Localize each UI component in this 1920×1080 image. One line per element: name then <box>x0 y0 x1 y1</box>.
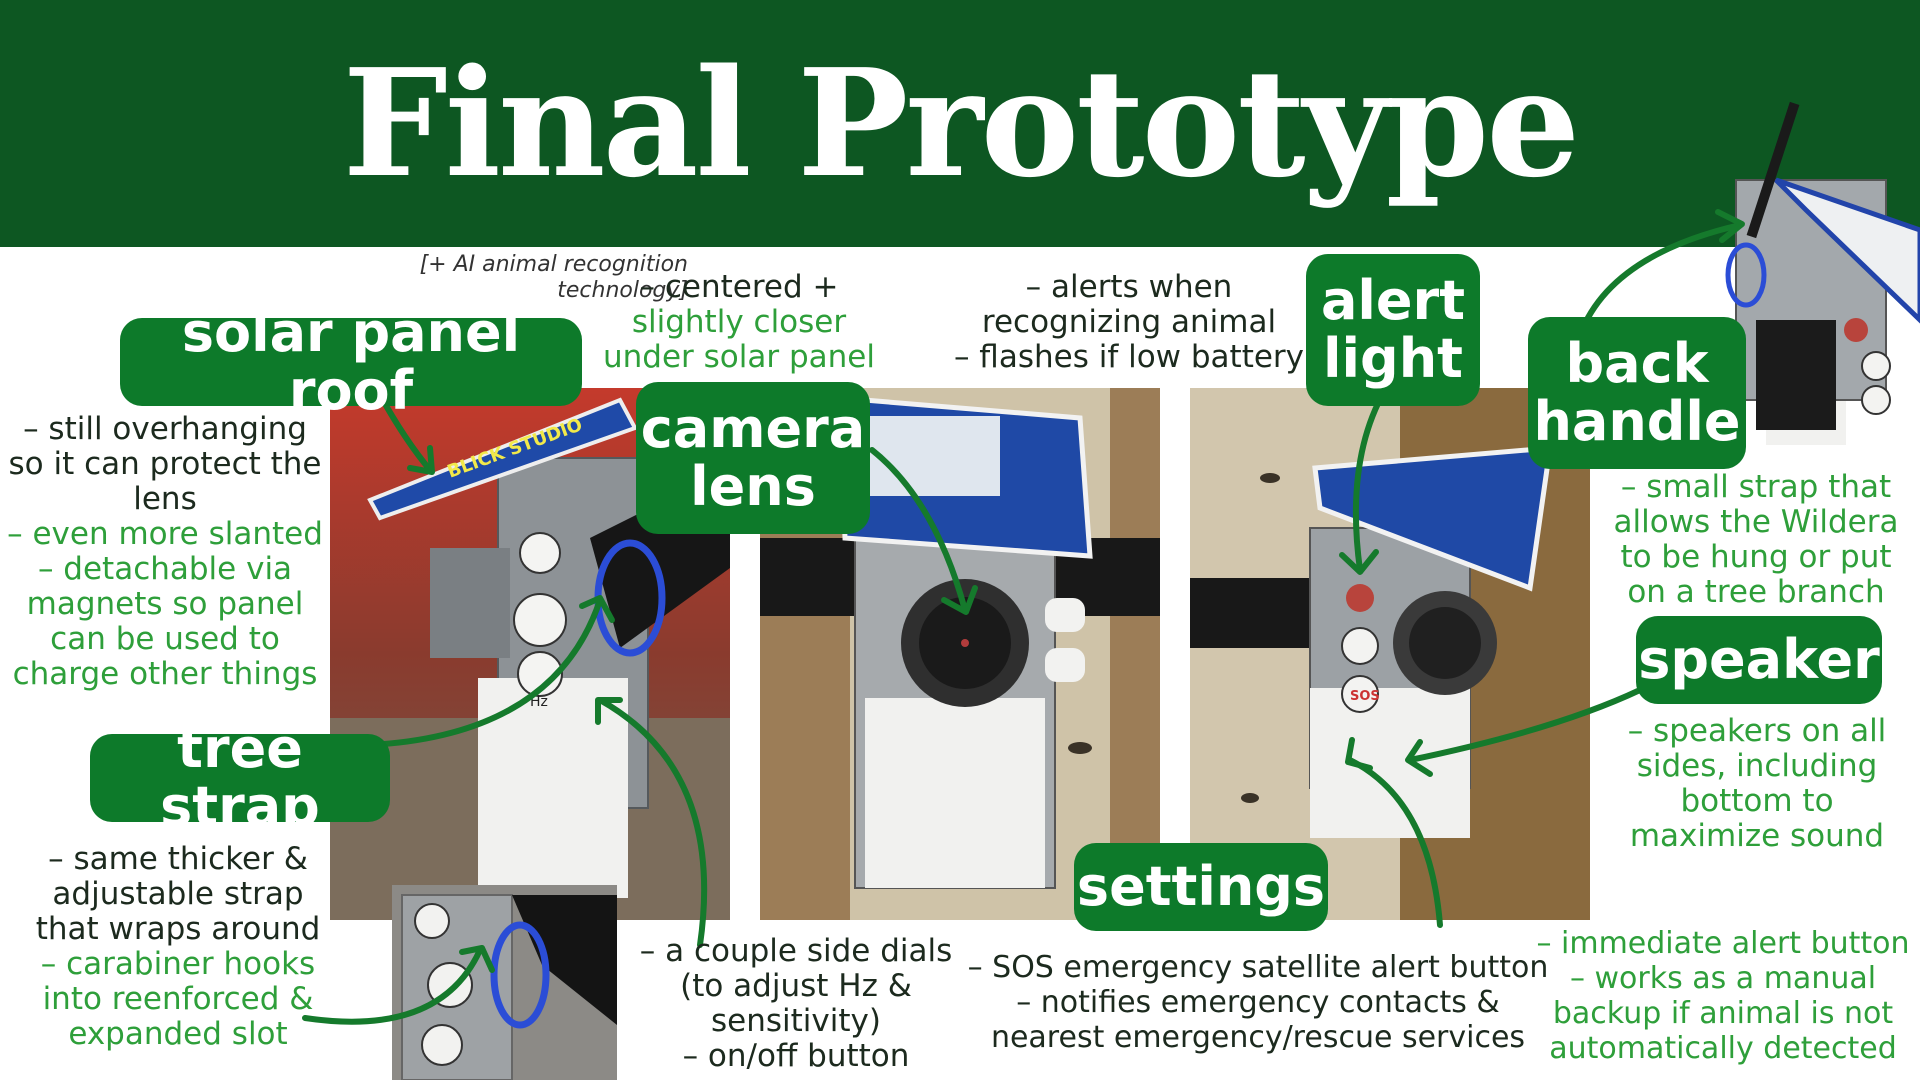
header-banner <box>0 0 1920 247</box>
note-ai-recognition: [+ AI animal recognition technology] <box>419 252 688 303</box>
label-tree-strap: tree strap <box>90 719 390 836</box>
sos-button-label: SOS <box>1350 689 1380 704</box>
note-solar-panel: – still overhanging so it can protect th… <box>7 411 323 692</box>
note-speaker: – speakers on all sides, including botto… <box>1627 713 1887 854</box>
label-camera-lens: camera lens <box>636 382 870 534</box>
label-settings: settings <box>1074 843 1328 931</box>
photo-angled-device: SOS <box>1190 388 1590 920</box>
note-tree-strap: – same thicker & adjustable strap that w… <box>35 841 321 1052</box>
note-camera: – centered + slightly closer under solar… <box>603 269 875 375</box>
note-back-handle: – small strap that allows the Wildera to… <box>1613 469 1899 610</box>
note-immediate-alert: – immediate alert button – works as a ma… <box>1536 926 1910 1066</box>
note-side-dials: – a couple side dials (to adjust Hz & se… <box>639 933 953 1074</box>
label-back-handle: back handle <box>1528 317 1746 469</box>
photo-back-handle <box>1716 100 1920 445</box>
note-sos-button: – SOS emergency satellite alert button –… <box>967 950 1549 1055</box>
note-alert-light: – alerts when recognizing animal – flash… <box>953 269 1305 375</box>
label-alert-light: alert light <box>1306 254 1480 406</box>
hz-dial-label: Hz <box>530 694 548 710</box>
photo-carabiner-inset <box>392 885 617 1080</box>
label-speaker: speaker <box>1636 616 1882 704</box>
label-solar-panel-roof: solar panel roof <box>120 303 582 420</box>
page-title: Final Prototype <box>342 36 1581 210</box>
